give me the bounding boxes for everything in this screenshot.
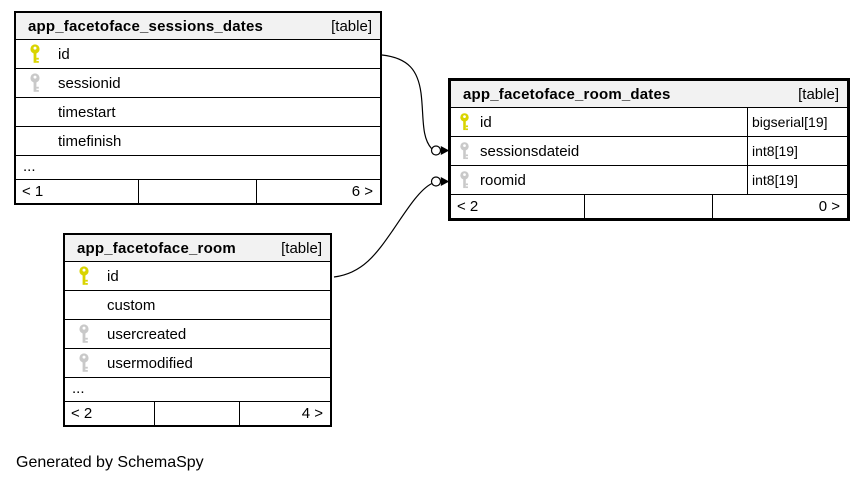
column-name: id	[480, 113, 492, 131]
column-row-id: id	[65, 262, 330, 291]
column-datatype: int8[19]	[747, 166, 847, 194]
column-name: custom	[107, 296, 156, 314]
column-rows: id sessionid timestart timefinish	[16, 40, 380, 156]
table-app_facetoface_sessions_dates[interactable]: app_facetoface_sessions_dates [table] id…	[14, 11, 382, 205]
column-datatype: bigserial[19]	[747, 108, 847, 136]
table-footer: < 2 0 >	[451, 195, 847, 218]
edge-endpoint-circle	[430, 145, 442, 156]
column-name: timestart	[58, 103, 116, 121]
ellipsis-row: ...	[16, 156, 380, 180]
column-name: sessionid	[58, 74, 121, 92]
key-glyph	[460, 142, 469, 160]
column-name: sessionsdateid	[480, 142, 580, 160]
parent-count: < 2	[451, 195, 585, 218]
key-glyph	[460, 171, 469, 189]
table-header[interactable]: app_facetoface_sessions_dates [table]	[16, 13, 380, 40]
table-app_facetoface_room[interactable]: app_facetoface_room [table] id custom user…	[63, 233, 332, 427]
table-type-tag: [table]	[798, 85, 839, 103]
ellipsis-row: ...	[65, 378, 330, 402]
edge-endpoint-circle	[430, 176, 442, 187]
foreign-key-icon	[16, 73, 46, 93]
column-row-usercreated: usercreated	[65, 320, 330, 349]
primary-key-icon	[16, 44, 46, 64]
key-glyph	[460, 113, 469, 131]
footer-spacer	[139, 180, 257, 203]
column-name: roomid	[480, 171, 526, 189]
foreign-key-icon	[65, 353, 95, 373]
generator-caption: Generated by SchemaSpy	[16, 454, 204, 471]
footer-spacer	[585, 195, 713, 218]
parent-count: < 2	[65, 402, 156, 425]
column-row-id: id	[16, 40, 380, 69]
key-glyph	[30, 44, 40, 63]
key-glyph	[79, 353, 89, 372]
parent-count: < 1	[16, 180, 140, 203]
child-count: 4 >	[301, 405, 323, 422]
column-row-id: id bigserial[19]	[451, 108, 847, 137]
fk-edge-sessionsdateid	[381, 54, 450, 156]
footer-spacer	[155, 402, 240, 425]
foreign-key-icon	[451, 141, 470, 161]
column-row-custom: custom	[65, 291, 330, 320]
table-app_facetoface_room_dates[interactable]: app_facetoface_room_dates [table] id bigs…	[448, 78, 850, 221]
foreign-key-icon	[451, 170, 470, 190]
table-footer: < 2 4 >	[65, 402, 330, 425]
table-name: app_facetoface_sessions_dates	[28, 17, 264, 35]
table-footer: < 1 6 >	[16, 180, 380, 203]
column-row-sessionid: sessionid	[16, 69, 380, 98]
child-count: 6 >	[351, 183, 373, 200]
column-rows: id custom usercreated usermodified	[65, 262, 330, 378]
column-row-timefinish: timefinish	[16, 127, 380, 156]
table-header[interactable]: app_facetoface_room [table]	[65, 235, 330, 262]
column-name: usermodified	[107, 354, 193, 372]
foreign-key-icon	[65, 324, 95, 344]
table-type-tag: [table]	[331, 17, 372, 35]
edge-path	[381, 54, 433, 150]
column-name: id	[107, 267, 119, 285]
column-row-timestart: timestart	[16, 98, 380, 127]
column-row-usermodified: usermodified	[65, 349, 330, 378]
column-name: timefinish	[58, 132, 122, 150]
primary-key-icon	[65, 266, 95, 286]
child-count: 0 >	[818, 198, 840, 215]
key-glyph	[79, 266, 89, 285]
table-name: app_facetoface_room	[77, 239, 236, 257]
column-row-sessionsdateid: sessionsdateid int8[19]	[451, 137, 847, 166]
key-glyph	[30, 73, 40, 92]
primary-key-icon	[451, 112, 470, 132]
key-glyph	[79, 324, 89, 343]
table-type-tag: [table]	[281, 239, 322, 257]
column-name: usercreated	[107, 325, 187, 343]
column-datatype: int8[19]	[747, 137, 847, 165]
column-name: id	[58, 45, 70, 63]
table-header[interactable]: app_facetoface_room_dates [table]	[451, 81, 847, 108]
column-row-roomid: roomid int8[19]	[451, 166, 847, 195]
table-name: app_facetoface_room_dates	[463, 85, 671, 103]
